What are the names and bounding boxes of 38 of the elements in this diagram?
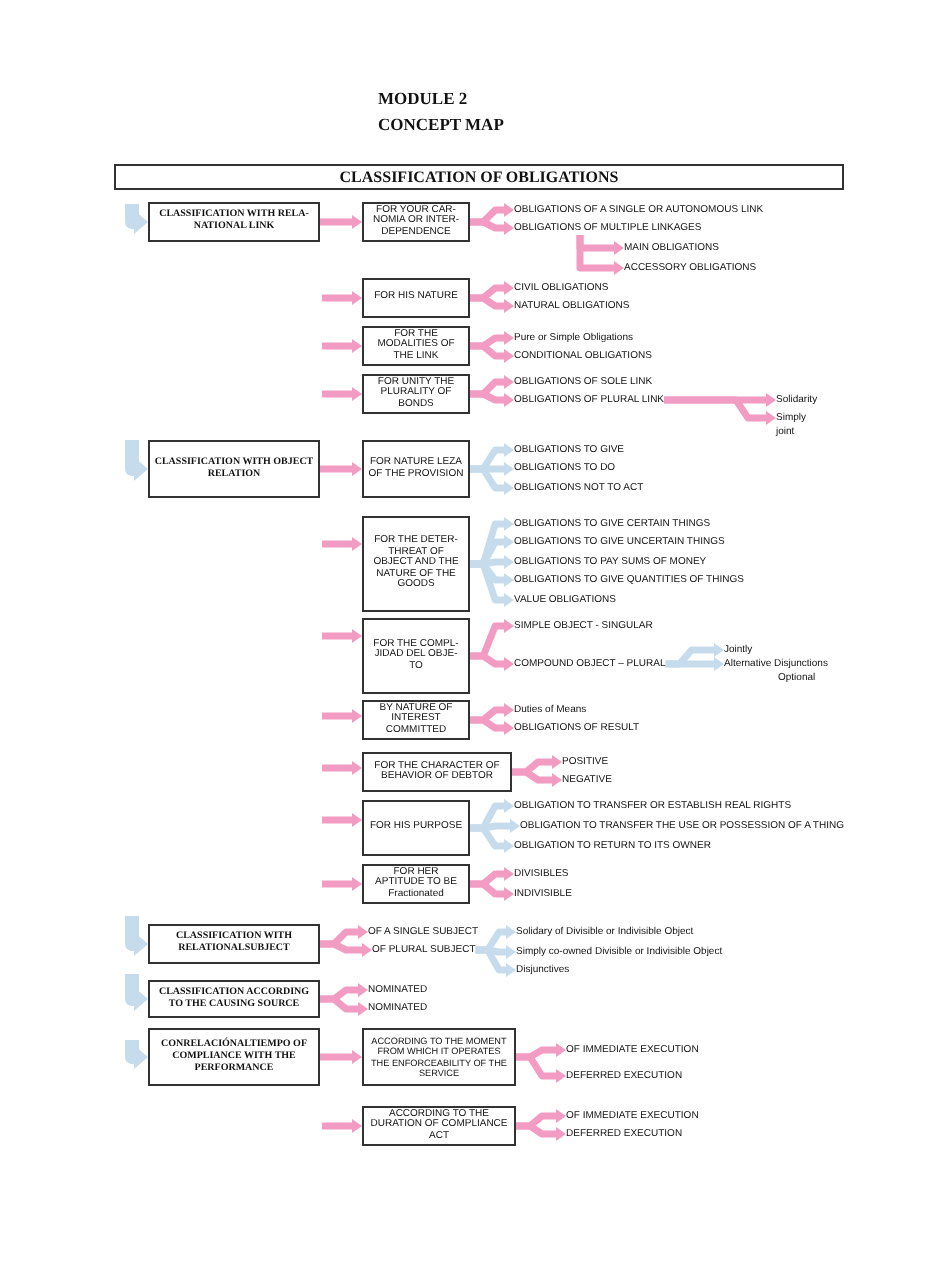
arrow: [470, 465, 514, 495]
arrow: [322, 291, 362, 305]
arrow: [322, 709, 362, 723]
arrow: [322, 877, 362, 891]
arrow: [125, 974, 148, 1011]
arrow: [320, 940, 372, 957]
arrow: [475, 946, 516, 977]
arrow: [470, 294, 514, 313]
title: MODULE 2 CONCEPT MAP: [378, 86, 506, 138]
arrow: [470, 880, 514, 901]
arrow: [320, 462, 362, 476]
arrow: [665, 657, 724, 671]
arrow: [320, 995, 368, 1016]
arrow: [470, 342, 514, 363]
arrow: [516, 1122, 566, 1141]
arrow: [664, 396, 776, 425]
arrow: [322, 761, 362, 775]
arrow: [470, 390, 514, 407]
arrow: [320, 1050, 362, 1064]
arrow: [516, 1053, 566, 1083]
arrow: [576, 235, 624, 275]
arrow: [125, 204, 148, 234]
arrow: [470, 824, 514, 853]
arrow: [322, 537, 362, 551]
arrow: [125, 1040, 148, 1069]
arrow: [470, 218, 514, 235]
arrow: [322, 339, 362, 353]
arrow: [470, 652, 514, 671]
arrow: [125, 440, 148, 481]
arrow: [322, 1119, 362, 1133]
arrow: [320, 215, 362, 229]
arrow: [322, 813, 362, 827]
arrow: [125, 916, 148, 956]
arrow: [322, 629, 362, 643]
header-band: CLASSIFICATION OF OBLIGATIONS: [114, 164, 844, 190]
arrow: [322, 387, 362, 401]
arrow: [470, 716, 514, 735]
arrow: [512, 768, 562, 787]
